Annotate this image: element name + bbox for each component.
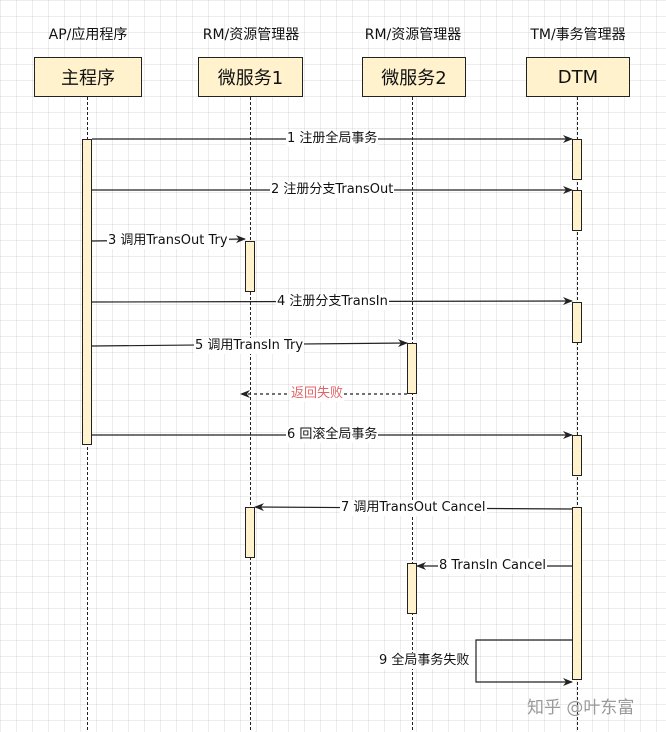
activation-main — [82, 139, 92, 445]
lifeline-dtm — [577, 97, 578, 730]
participant-role-rm1: RM/资源管理器 — [202, 27, 300, 43]
activation-service2-cancel — [407, 563, 417, 614]
message-label-7: 7 调用TransOut Cancel — [340, 500, 487, 516]
activation-service1-cancel — [245, 507, 255, 558]
activation-service2-try — [407, 343, 417, 394]
activation-dtm-rollback — [572, 507, 582, 680]
message-label-2: 2 注册分支TransOut — [270, 182, 395, 198]
message-label-9: 9 全局事务失败 — [378, 653, 471, 669]
message-label-return-fail: 返回失败 — [290, 386, 345, 402]
participant-role-ap: AP/应用程序 — [48, 27, 128, 43]
message-label-8: 8 TransIn Cancel — [438, 558, 548, 574]
activation-service1-try — [245, 241, 255, 292]
message-label-5: 5 调用TransIn Try — [194, 338, 305, 354]
participant-service2: 微服务2 — [362, 57, 466, 97]
activation-dtm-1 — [572, 139, 582, 180]
message-label-3: 3 调用TransOut Try — [107, 233, 229, 249]
message-label-4: 4 注册分支TransIn — [276, 294, 389, 310]
lifeline-service1 — [250, 97, 251, 730]
participant-dtm: DTM — [526, 57, 630, 97]
message-label-6: 6 回滚全局事务 — [286, 427, 379, 443]
activation-dtm-6 — [572, 435, 582, 476]
message-label-1: 1 注册全局事务 — [286, 131, 379, 147]
watermark-text: 知乎 @叶东富 — [527, 698, 635, 718]
participant-service1: 微服务1 — [198, 57, 303, 97]
arrow-msg-9-self — [475, 639, 573, 686]
participant-role-rm2: RM/资源管理器 — [364, 27, 462, 43]
activation-dtm-4 — [572, 302, 582, 343]
participant-main: 主程序 — [34, 57, 142, 97]
lifeline-service2 — [412, 97, 413, 730]
activation-dtm-2 — [572, 190, 582, 231]
participant-role-tm: TM/事务管理器 — [530, 27, 626, 43]
